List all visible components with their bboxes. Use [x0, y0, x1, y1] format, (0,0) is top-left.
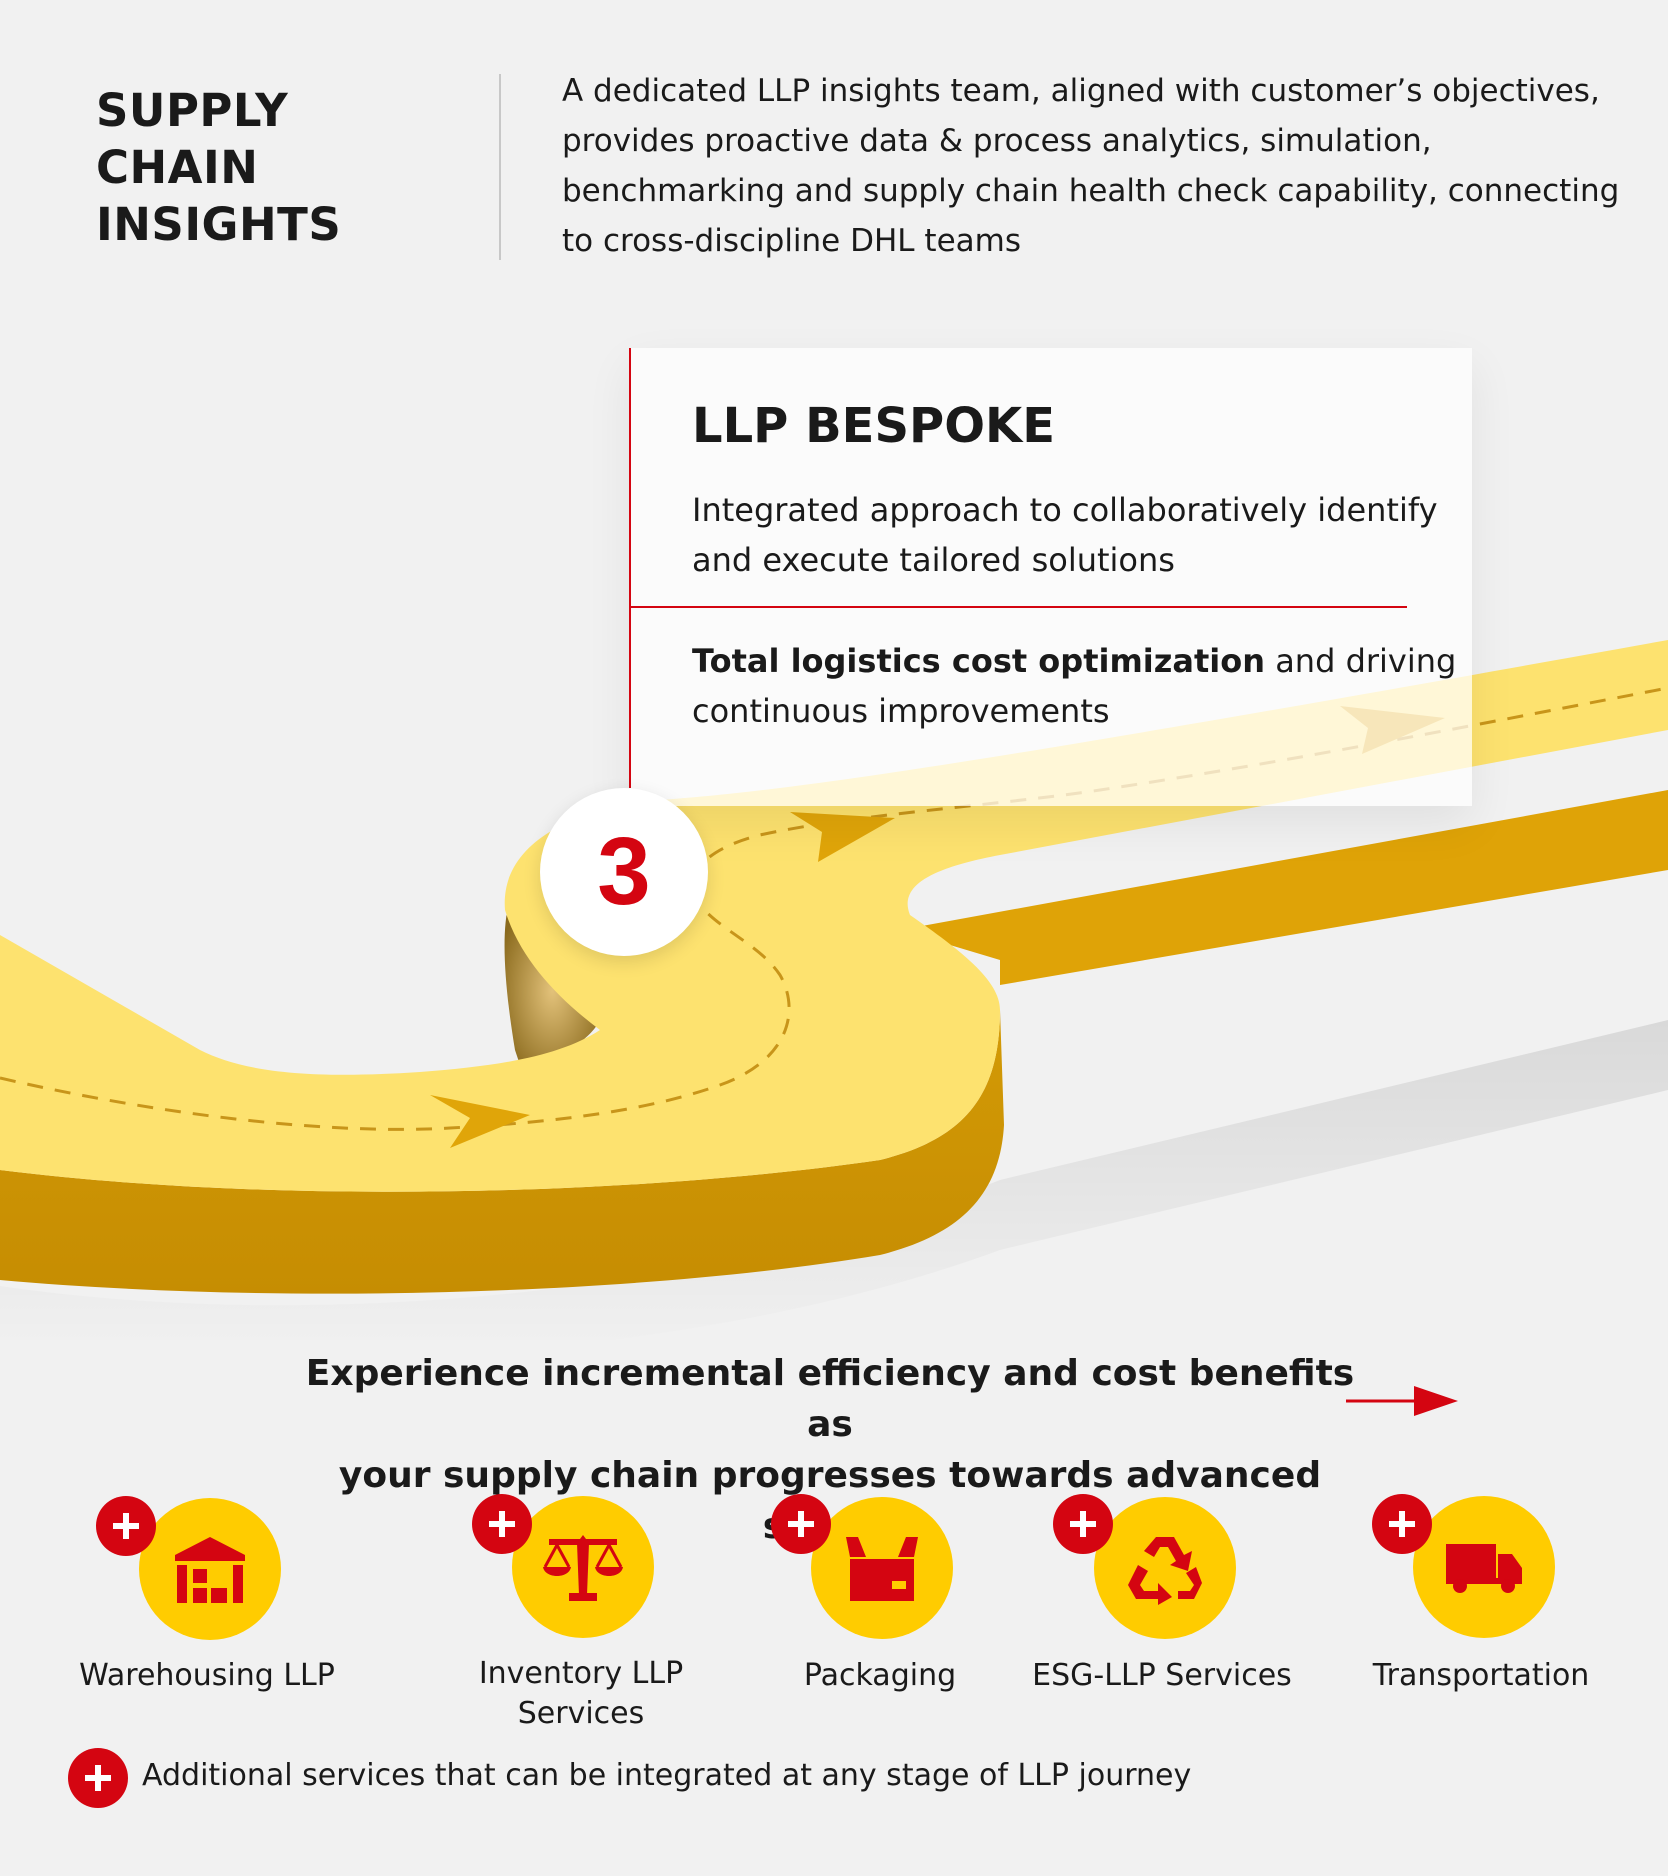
header-divider: [499, 74, 501, 260]
stage-description: Integrated approach to collaboratively i…: [692, 491, 1438, 579]
road-side-left: [0, 1010, 1004, 1294]
service-warehousing: [139, 1498, 281, 1640]
service-label: ESG-LLP Services: [1032, 1658, 1292, 1693]
stage-title: LLP BESPOKE: [692, 398, 1055, 454]
service-transportation: [1413, 1496, 1555, 1638]
warehouse-icon: [175, 1537, 245, 1603]
truck-icon: [1446, 1544, 1522, 1593]
plus-icon: [472, 1494, 532, 1554]
road-arrow-1: [430, 1095, 530, 1148]
scales-icon: [543, 1535, 623, 1601]
stage-benefit-bold: Total logistics cost optimization: [692, 642, 1266, 680]
section-title-line2: INSIGHTS: [96, 198, 342, 251]
section-title: SUPPLY CHAIN INSIGHTS: [96, 82, 456, 253]
plus-icon: [96, 1496, 156, 1556]
road-shadow: [0, 1020, 1668, 1340]
stage-number-badge: 3: [540, 788, 708, 956]
section-description: A dedicated LLP insights team, aligned w…: [562, 73, 1620, 259]
service-label: Warehousing LLP: [79, 1658, 335, 1693]
stage-card-divider: [631, 606, 1407, 608]
section-title-line1: SUPPLY CHAIN: [96, 84, 289, 194]
plus-icon: [771, 1494, 831, 1554]
service-label: Packaging: [803, 1658, 957, 1693]
road-arrow-2: [790, 812, 895, 862]
plus-icon: [1053, 1494, 1113, 1554]
progress-line1: Experience incremental efficiency and co…: [305, 1353, 1355, 1445]
road-side-right: [900, 790, 1668, 985]
box-icon: [846, 1537, 918, 1601]
service-esg: [1094, 1497, 1236, 1639]
recycle-icon: [1128, 1537, 1202, 1605]
service-label: Transportation: [1372, 1658, 1590, 1693]
service-inventory: [512, 1496, 654, 1638]
stage-number: 3: [597, 818, 651, 925]
plus-icon: [68, 1748, 128, 1808]
service-label: Inventory LLP Services: [478, 1656, 684, 1731]
arrow-right-icon: [1346, 1386, 1458, 1416]
footnote: Additional services that can be integrat…: [142, 1758, 1192, 1793]
service-packaging: [811, 1497, 953, 1639]
stage-benefit-rest: and driving continuous improvements: [692, 642, 1457, 730]
plus-icon: [1372, 1494, 1432, 1554]
stage-benefit: Total logistics cost optimization and dr…: [692, 636, 1472, 736]
stage-card-accent-line: [629, 348, 631, 788]
stage-card: [630, 348, 1472, 806]
